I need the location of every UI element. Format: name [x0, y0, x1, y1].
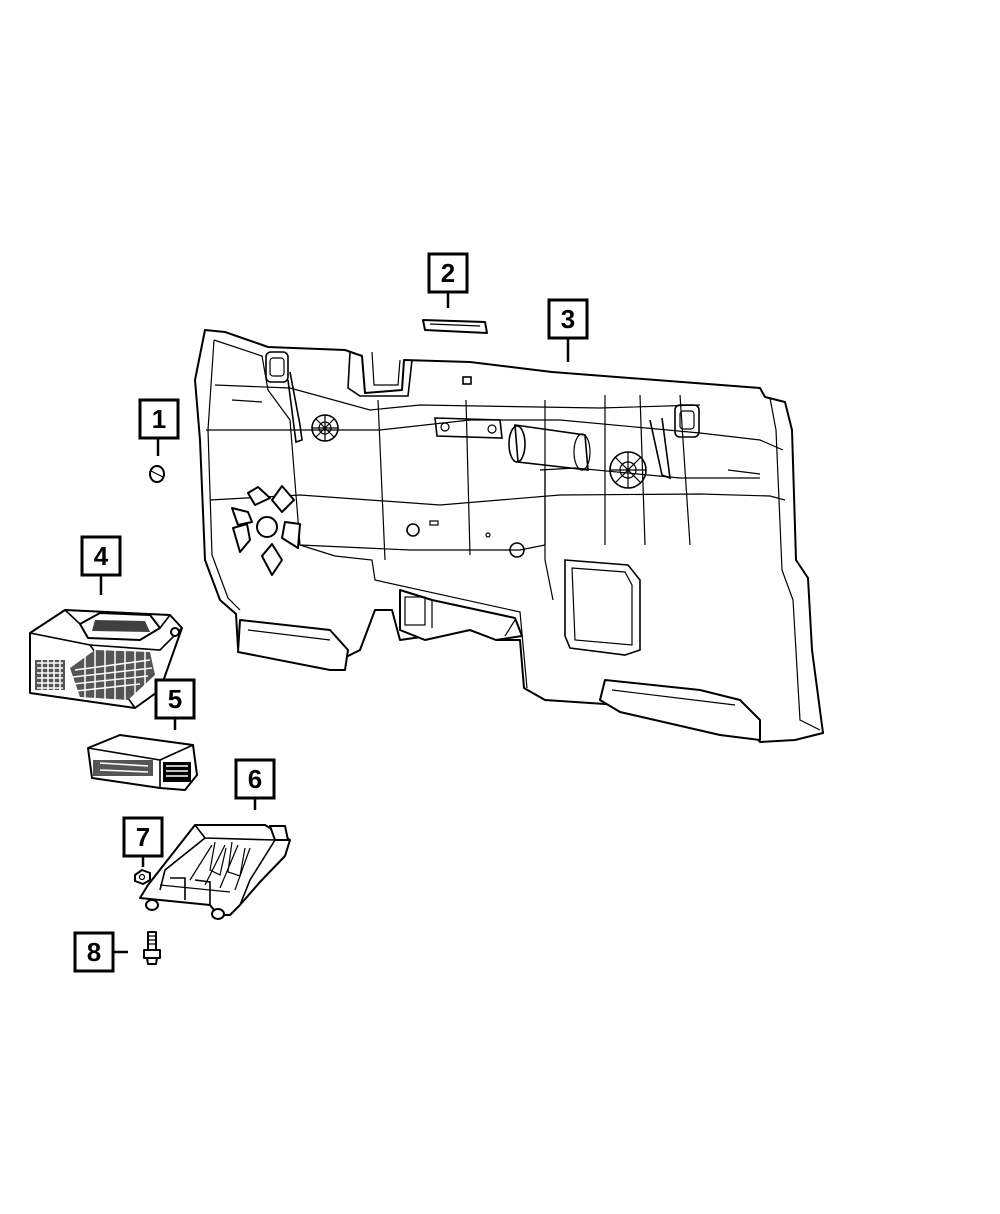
callout-2: 2 — [427, 252, 469, 294]
callout-4: 4 — [80, 535, 122, 577]
speaker-grille — [231, 485, 301, 576]
nut-fastener — [134, 869, 151, 885]
callout-label-5: 5 — [168, 684, 182, 714]
callout-label-3: 3 — [561, 304, 575, 334]
callout-label-6: 6 — [248, 764, 262, 794]
callout-label-4: 4 — [94, 541, 109, 571]
callout-8: 8 — [73, 931, 115, 973]
rear-panel-trim — [194, 329, 824, 743]
callout-5: 5 — [154, 678, 196, 720]
bolt-fastener — [143, 931, 161, 965]
callout-label-2: 2 — [441, 258, 455, 288]
callout-1: 1 — [138, 398, 180, 440]
callout-label-1: 1 — [152, 404, 166, 434]
amplifier-module — [87, 734, 198, 791]
callout-7: 7 — [122, 816, 164, 858]
callout-label-7: 7 — [136, 822, 150, 852]
subwoofer-enclosure — [29, 609, 183, 709]
callout-label-8: 8 — [87, 937, 101, 967]
callout-3: 3 — [547, 298, 589, 340]
mounting-bracket — [139, 824, 291, 920]
trim-strip — [422, 319, 488, 334]
push-pin-fastener — [149, 465, 165, 483]
callout-6: 6 — [234, 758, 276, 800]
